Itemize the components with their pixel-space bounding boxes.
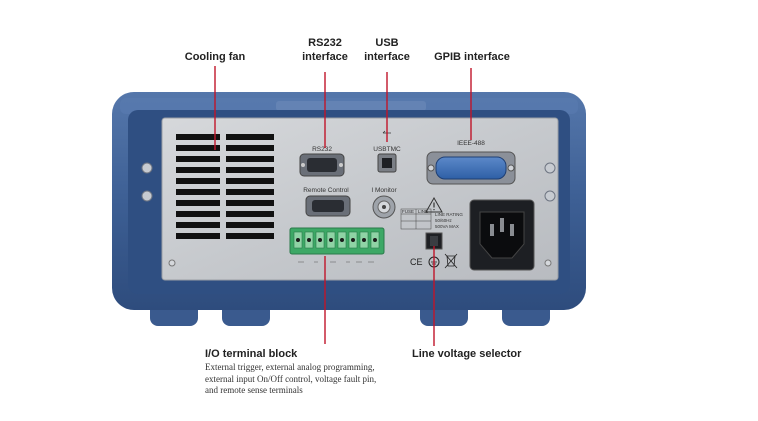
leader-lines: [214, 66, 472, 346]
usbtmc-panel-label: USBTMC: [373, 146, 401, 153]
i-monitor-bnc-connector[interactable]: [372, 195, 396, 219]
usb-label-line2: interface: [364, 51, 410, 63]
embossed-brand: [276, 101, 426, 111]
ieee488-panel-label: IEEE-488: [457, 140, 485, 147]
svg-text:50/60Hz: 50/60Hz: [435, 218, 453, 223]
line-voltage-callout: Line voltage selector: [412, 347, 536, 361]
svg-text:CE: CE: [410, 257, 423, 267]
usb-callout: USB interface: [357, 36, 417, 64]
usb-connector[interactable]: [377, 153, 397, 173]
rs232-connector[interactable]: [299, 153, 345, 177]
line-rating-text: LINE RATING 50/60Hz 500VA MAX: [435, 212, 463, 229]
gpib-connector[interactable]: [426, 151, 516, 185]
io-terminal-label: I/O terminal block: [205, 348, 298, 360]
io-description-line: external input On/Off control, voltage f…: [205, 373, 377, 384]
fuse-rating-table: FUSE LINE: [400, 208, 432, 230]
mounting-screws: [141, 162, 556, 267]
svg-text:LINE RATING: LINE RATING: [435, 212, 463, 217]
rs232-label-line2: interface: [302, 51, 348, 63]
io-terminal-block[interactable]: [289, 227, 385, 255]
gpib-callout: GPIB interface: [420, 50, 524, 64]
i-monitor-panel-label: I Monitor: [371, 187, 397, 194]
io-description-line: and remote sense terminals: [205, 385, 303, 395]
io-description-line: External trigger, external analog progra…: [205, 362, 375, 372]
rs232-label-line1: RS232: [308, 37, 342, 49]
io-terminal-callout: I/O terminal block: [205, 347, 325, 361]
warning-icon: [425, 196, 443, 213]
remote-control-connector[interactable]: [305, 195, 351, 217]
fuse-label: FUSE: [402, 209, 414, 214]
usb-label-line1: USB: [375, 37, 399, 49]
remote-control-panel-label: Remote Control: [303, 187, 349, 194]
ce-mark-icon: CE: [410, 257, 423, 267]
cooling-fan-vents: [176, 134, 274, 239]
rs232-panel-label: RS232: [312, 146, 332, 153]
io-terminal-description: External trigger, external analog progra…: [205, 362, 405, 397]
cooling-fan-label: Cooling fan: [184, 51, 246, 63]
rs232-callout: RS232 interface: [292, 36, 358, 64]
weee-bin-icon: [444, 253, 458, 269]
gpib-label: GPIB interface: [434, 51, 510, 63]
line-label: LINE: [418, 209, 428, 214]
svg-text:500VA MAX: 500VA MAX: [435, 224, 459, 229]
cooling-fan-callout: Cooling fan: [170, 50, 260, 64]
ac-power-inlet[interactable]: [469, 199, 535, 271]
line-voltage-label: Line voltage selector: [412, 348, 522, 360]
